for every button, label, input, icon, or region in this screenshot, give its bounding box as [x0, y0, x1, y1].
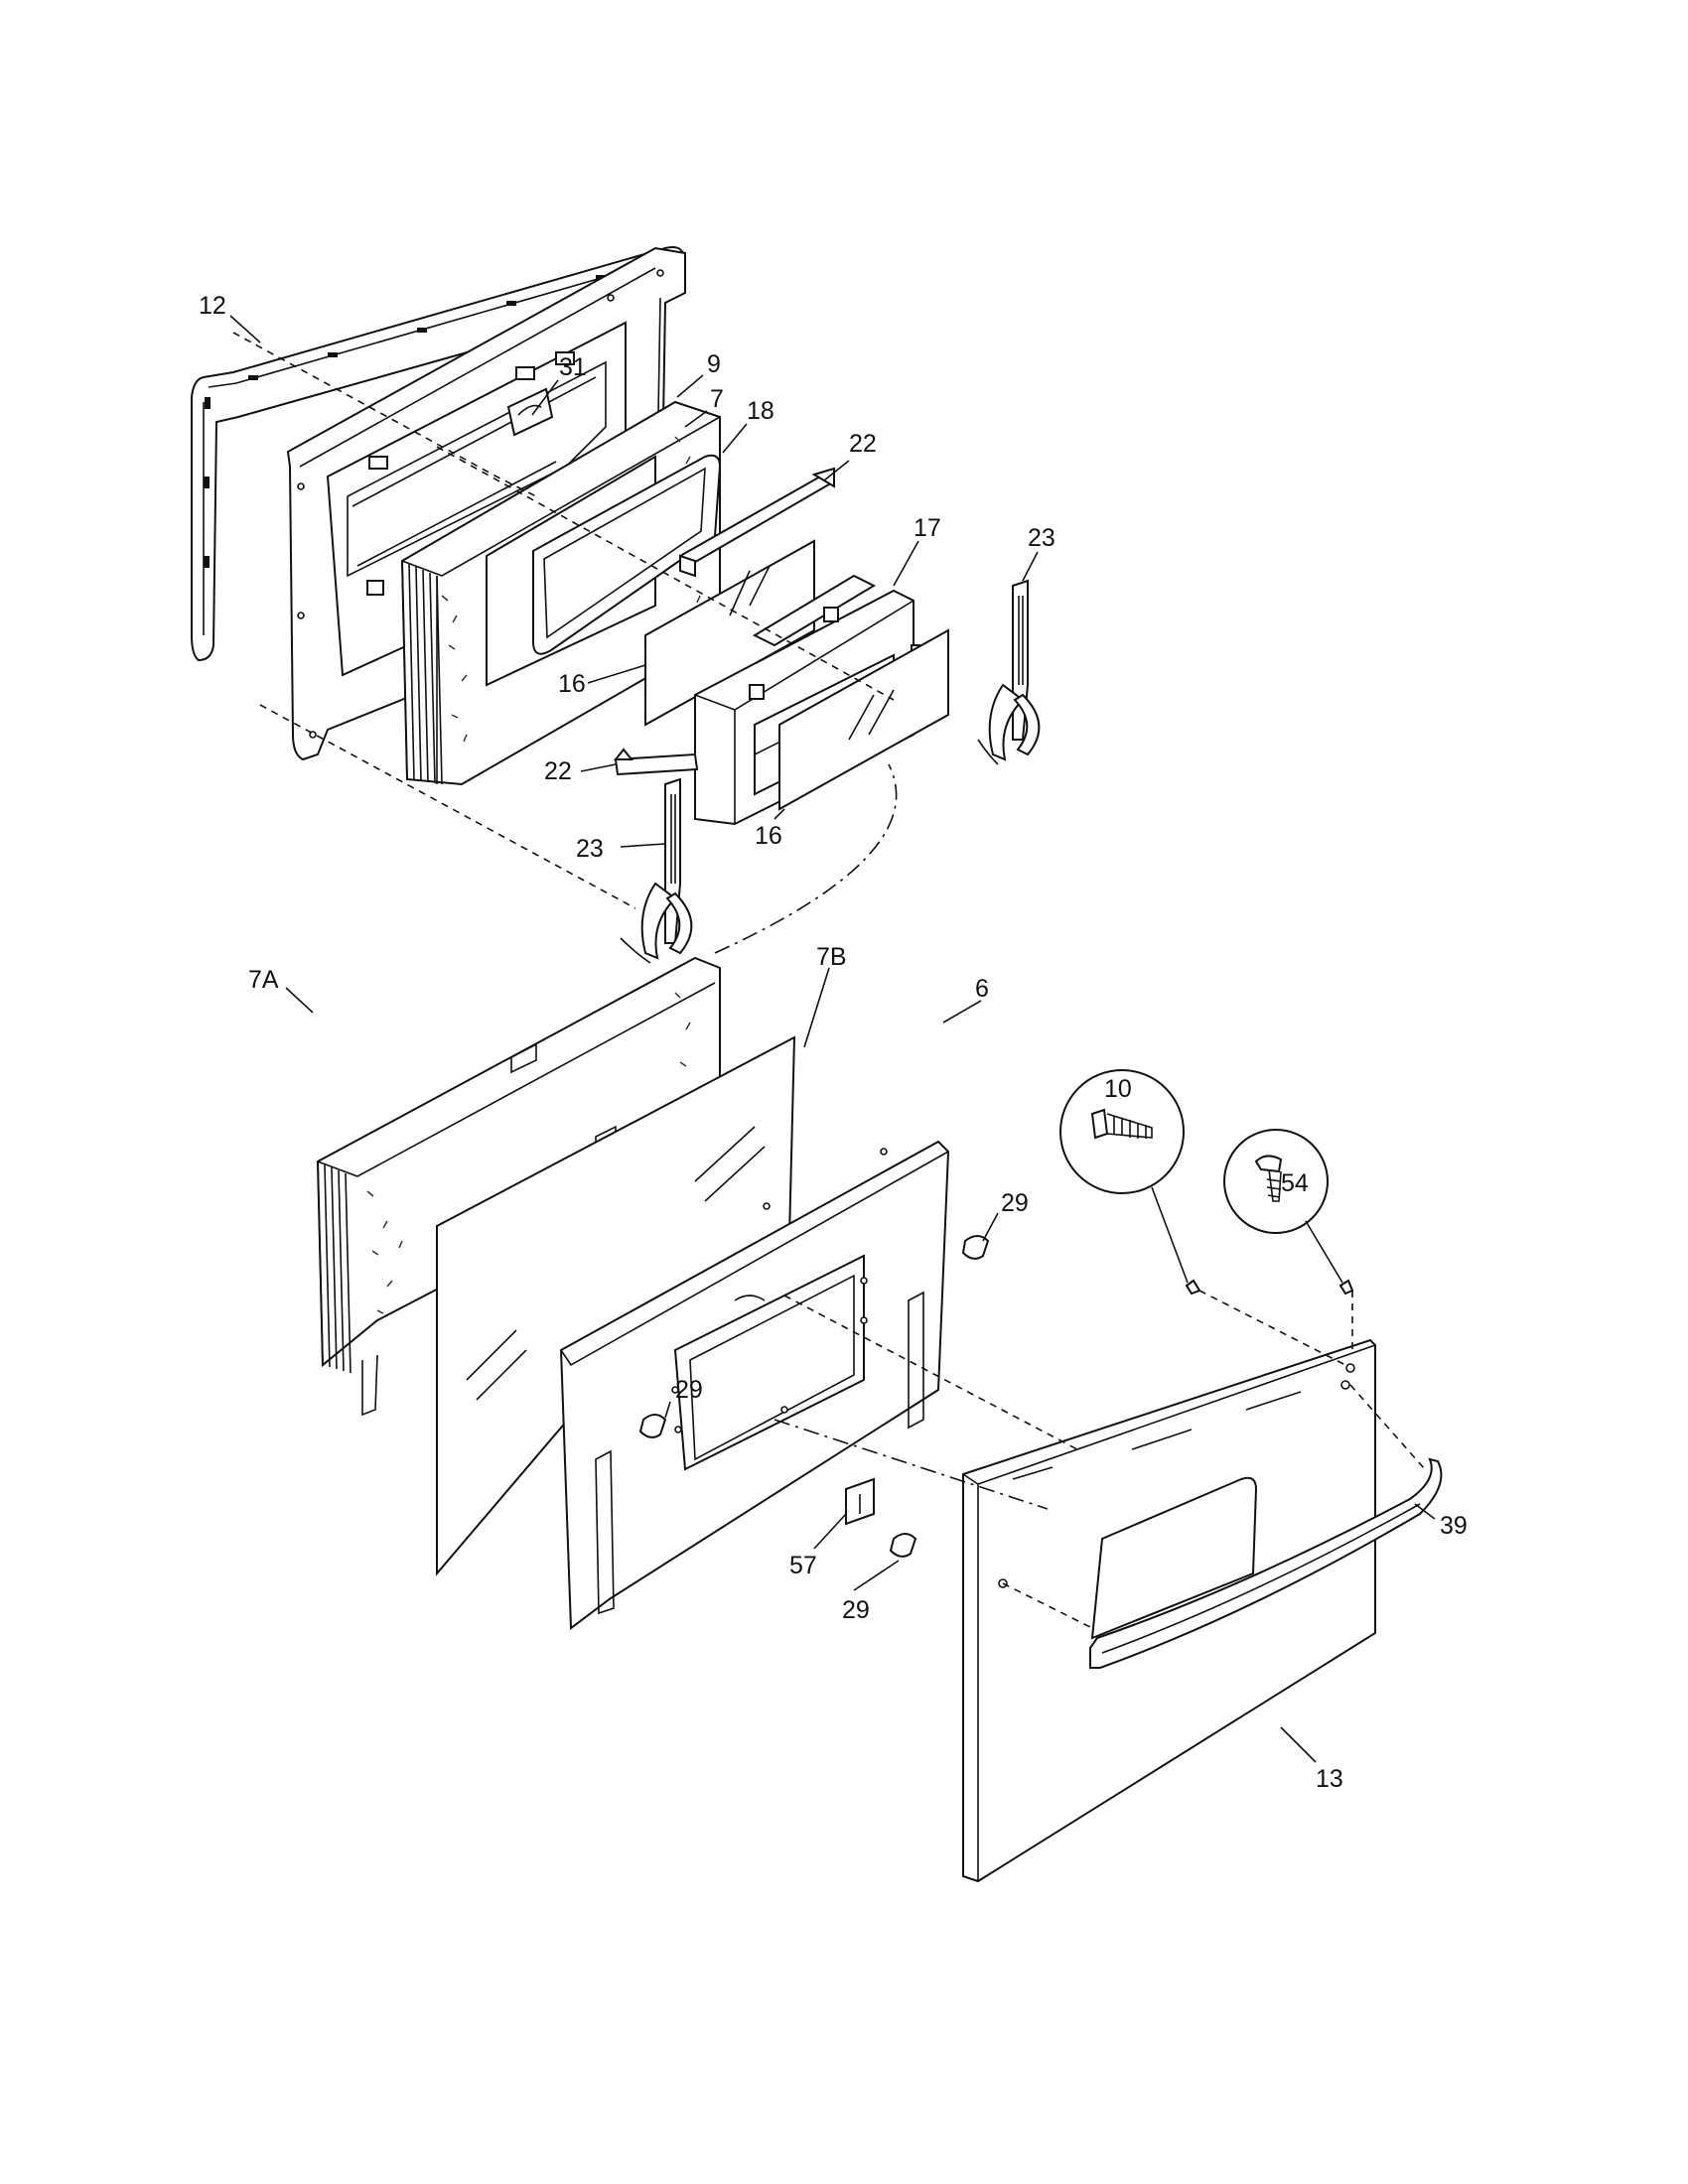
part-6-inner-door-panel [559, 1140, 950, 1630]
part-54-screw-detail [1223, 1129, 1354, 1296]
part-57-clip [845, 1477, 875, 1526]
callout-18: 18 [747, 397, 774, 425]
part-29-bumper-mid [638, 1414, 667, 1438]
part-29-bumper-low [889, 1533, 917, 1558]
callout-22-lower: 22 [544, 757, 572, 785]
callout-29-right: 29 [1001, 1189, 1029, 1217]
callout-17: 17 [914, 514, 941, 542]
part-16-inner-glass-left [644, 539, 815, 727]
callout-labels: 12 31 9 7 18 22 17 23 16 22 16 23 7A 7B … [199, 292, 1468, 1793]
callout-10: 10 [1104, 1075, 1132, 1103]
part-23-hinge-left [620, 777, 693, 964]
callout-7B: 7B [816, 943, 847, 971]
part-23-hinge-right [977, 579, 1041, 765]
callout-54: 54 [1281, 1169, 1309, 1197]
callout-7: 7 [710, 385, 724, 413]
callout-13: 13 [1316, 1765, 1343, 1793]
part-29-bumper-right [961, 1235, 990, 1260]
callout-leaders [229, 315, 1436, 1763]
part-22-lower-rail [613, 748, 699, 776]
callout-16-right: 16 [755, 822, 782, 850]
callout-12: 12 [199, 292, 226, 320]
callout-23-right: 23 [1028, 524, 1055, 552]
part-39-door-handle [1089, 1457, 1443, 1669]
part-10-screw-detail [1059, 1069, 1201, 1296]
callout-7A: 7A [248, 966, 279, 994]
callout-16-left: 16 [558, 670, 586, 698]
part-18-window-gasket [532, 454, 722, 655]
callout-29-low: 29 [842, 1596, 870, 1624]
part-12-door-gasket [191, 246, 686, 662]
callout-39: 39 [1440, 1512, 1468, 1540]
callout-6: 6 [975, 975, 989, 1003]
part-16-inner-glass-right [778, 628, 949, 811]
callout-23-left: 23 [576, 835, 604, 863]
callout-29-mid: 29 [675, 1376, 703, 1404]
assembly-lines [232, 332, 1426, 1629]
callout-22-upper: 22 [849, 430, 877, 458]
callout-9: 9 [707, 350, 721, 378]
callout-57: 57 [789, 1552, 817, 1579]
callout-31: 31 [559, 353, 587, 381]
part-22-upper-rail [678, 467, 836, 578]
